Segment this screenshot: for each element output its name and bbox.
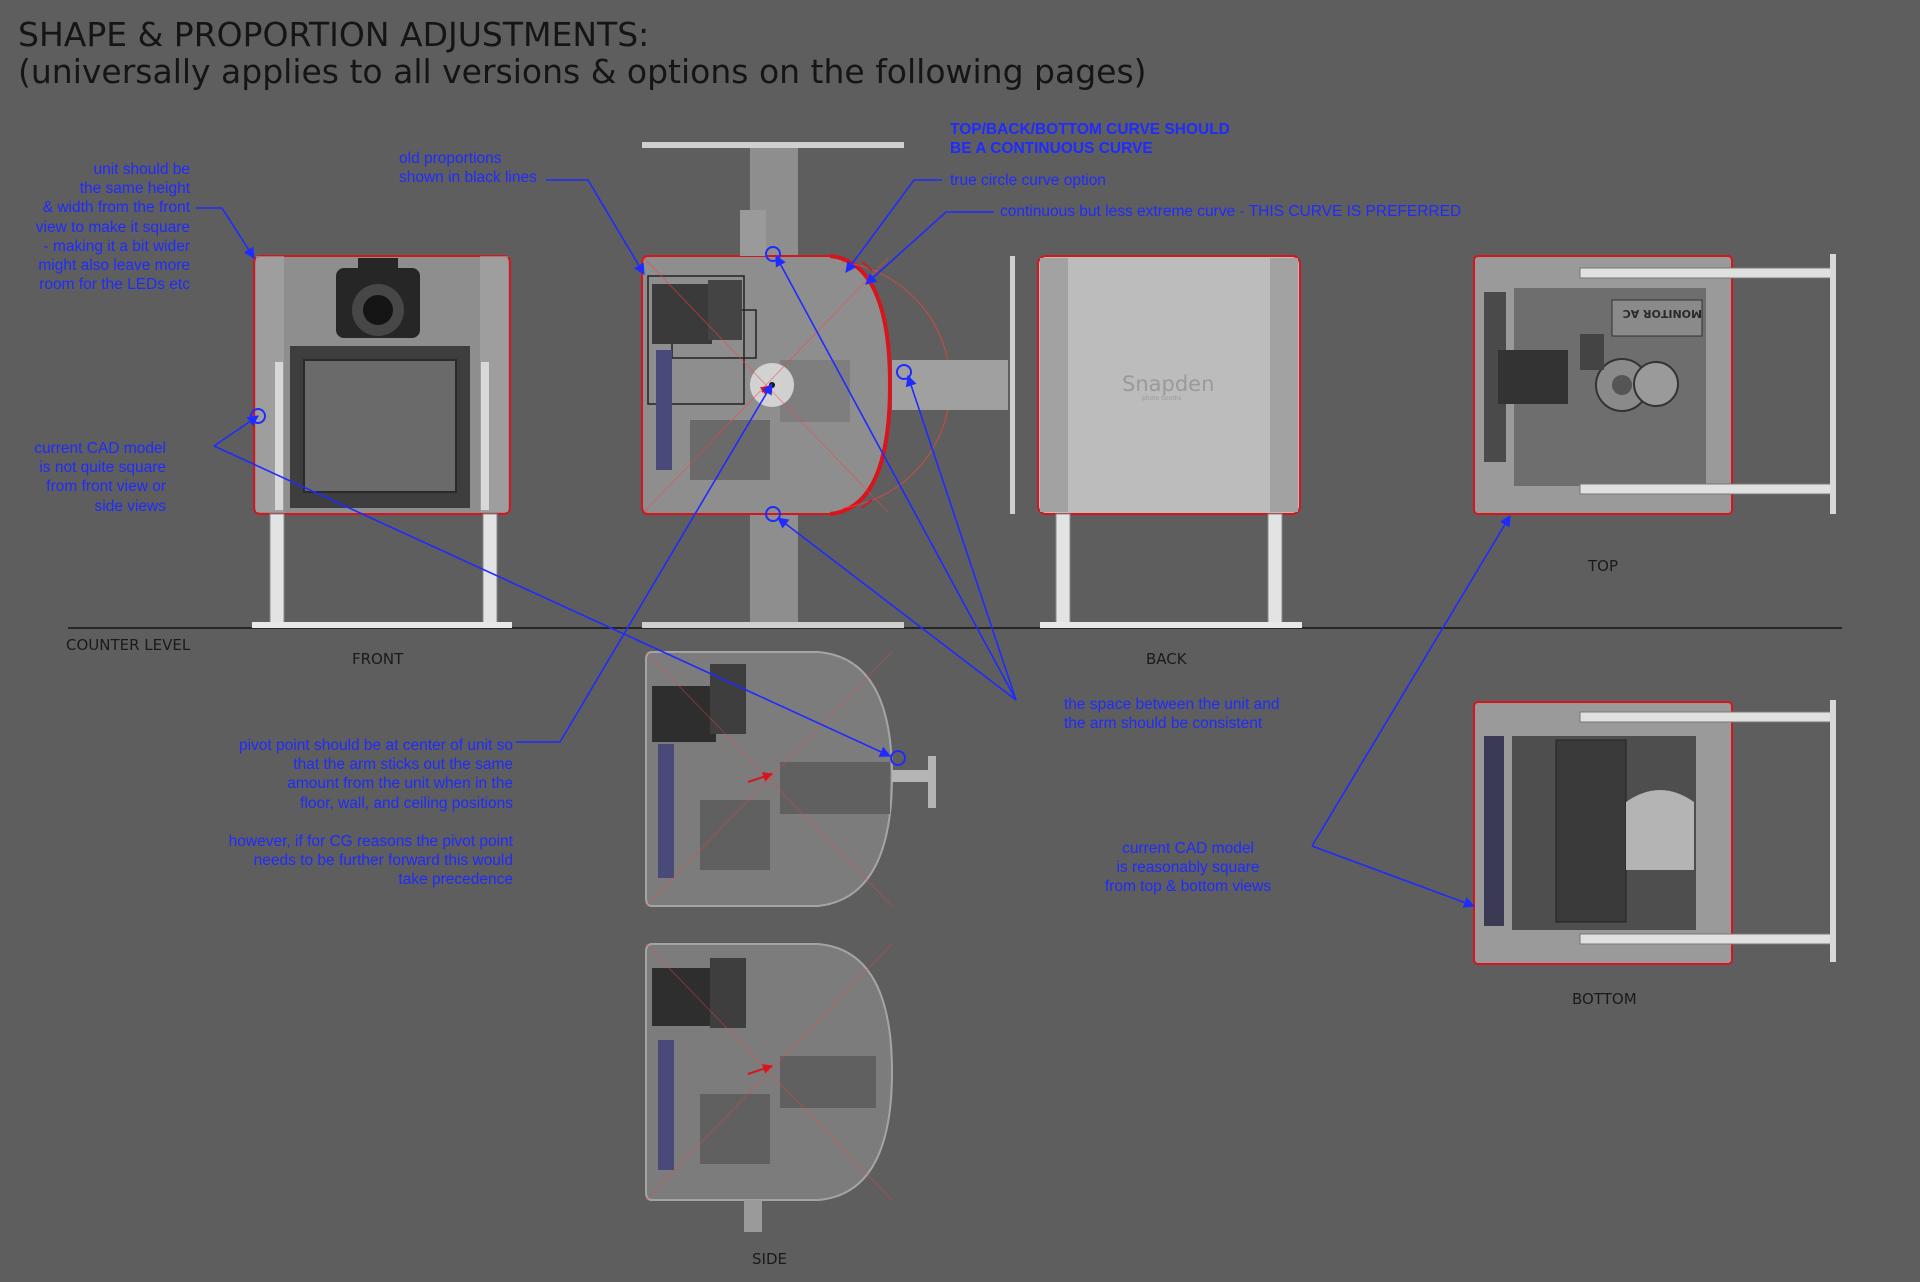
leader-space-top [775,255,1017,701]
front-view-label: FRONT [352,650,404,668]
side-back-marker [896,364,912,380]
leader-top-square [1311,515,1511,847]
top-view-label: TOP [1588,557,1619,575]
page-title: SHAPE & PROPORTION ADJUSTMENTS: [18,15,650,54]
note-preferred-curve: continuous but less extreme curve - THIS… [1000,203,1462,220]
bottom-view [1473,700,1836,965]
leader-pivot [516,383,773,743]
leader-old-proportions [546,179,645,275]
note-top-bottom-square: current CAD model is reasonably square f… [1104,840,1272,896]
back-view-label: BACK [1146,650,1187,668]
back-view [1037,255,1302,628]
side-view-ceiling [645,943,894,1232]
counter-level-label: COUNTER LEVEL [66,636,191,654]
side-bottom-marker [765,506,781,522]
leader-square-front [196,207,255,259]
back-logo: Snapden [1122,372,1215,396]
top-view [1473,254,1836,515]
note-curve-heading: TOP/BACK/BOTTOM CURVE SHOULD BE A CONTIN… [950,121,1230,157]
leader-preferred-curve [865,211,994,285]
note-old-proportions: old proportions shown in black lines [399,150,537,187]
leader-space-bottom [777,517,1017,701]
side-top-marker [765,246,781,262]
annotation-leaders [196,179,1511,908]
leader-space-back [905,374,1017,701]
side-floor-arm-marker [890,750,906,766]
note-pivot-point: pivot point should be at center of unit … [228,737,513,889]
front-view [250,255,512,628]
leader-true-circle [845,179,942,273]
page-subtitle: (universally applies to all versions & o… [18,52,1147,91]
top-panel-label: MONITOR AC [1622,307,1702,320]
note-arm-space: the space between the unit and the arm s… [1064,696,1280,733]
side-view-floor [645,651,936,907]
back-logo-sub: photo booths [1142,395,1182,402]
note-square-front: unit should be the same height & width f… [35,161,190,294]
note-not-square: current CAD model is not quite square fr… [34,440,166,515]
bottom-view-label: BOTTOM [1572,990,1637,1008]
leader-not-square-side [213,445,892,757]
side-view-label: SIDE [752,1250,787,1268]
leader-bottom-square [1311,845,1476,908]
note-true-circle: true circle curve option [950,172,1106,189]
side-view-main [641,142,1015,628]
camera-icon [336,258,420,338]
leader-not-square [213,415,259,447]
